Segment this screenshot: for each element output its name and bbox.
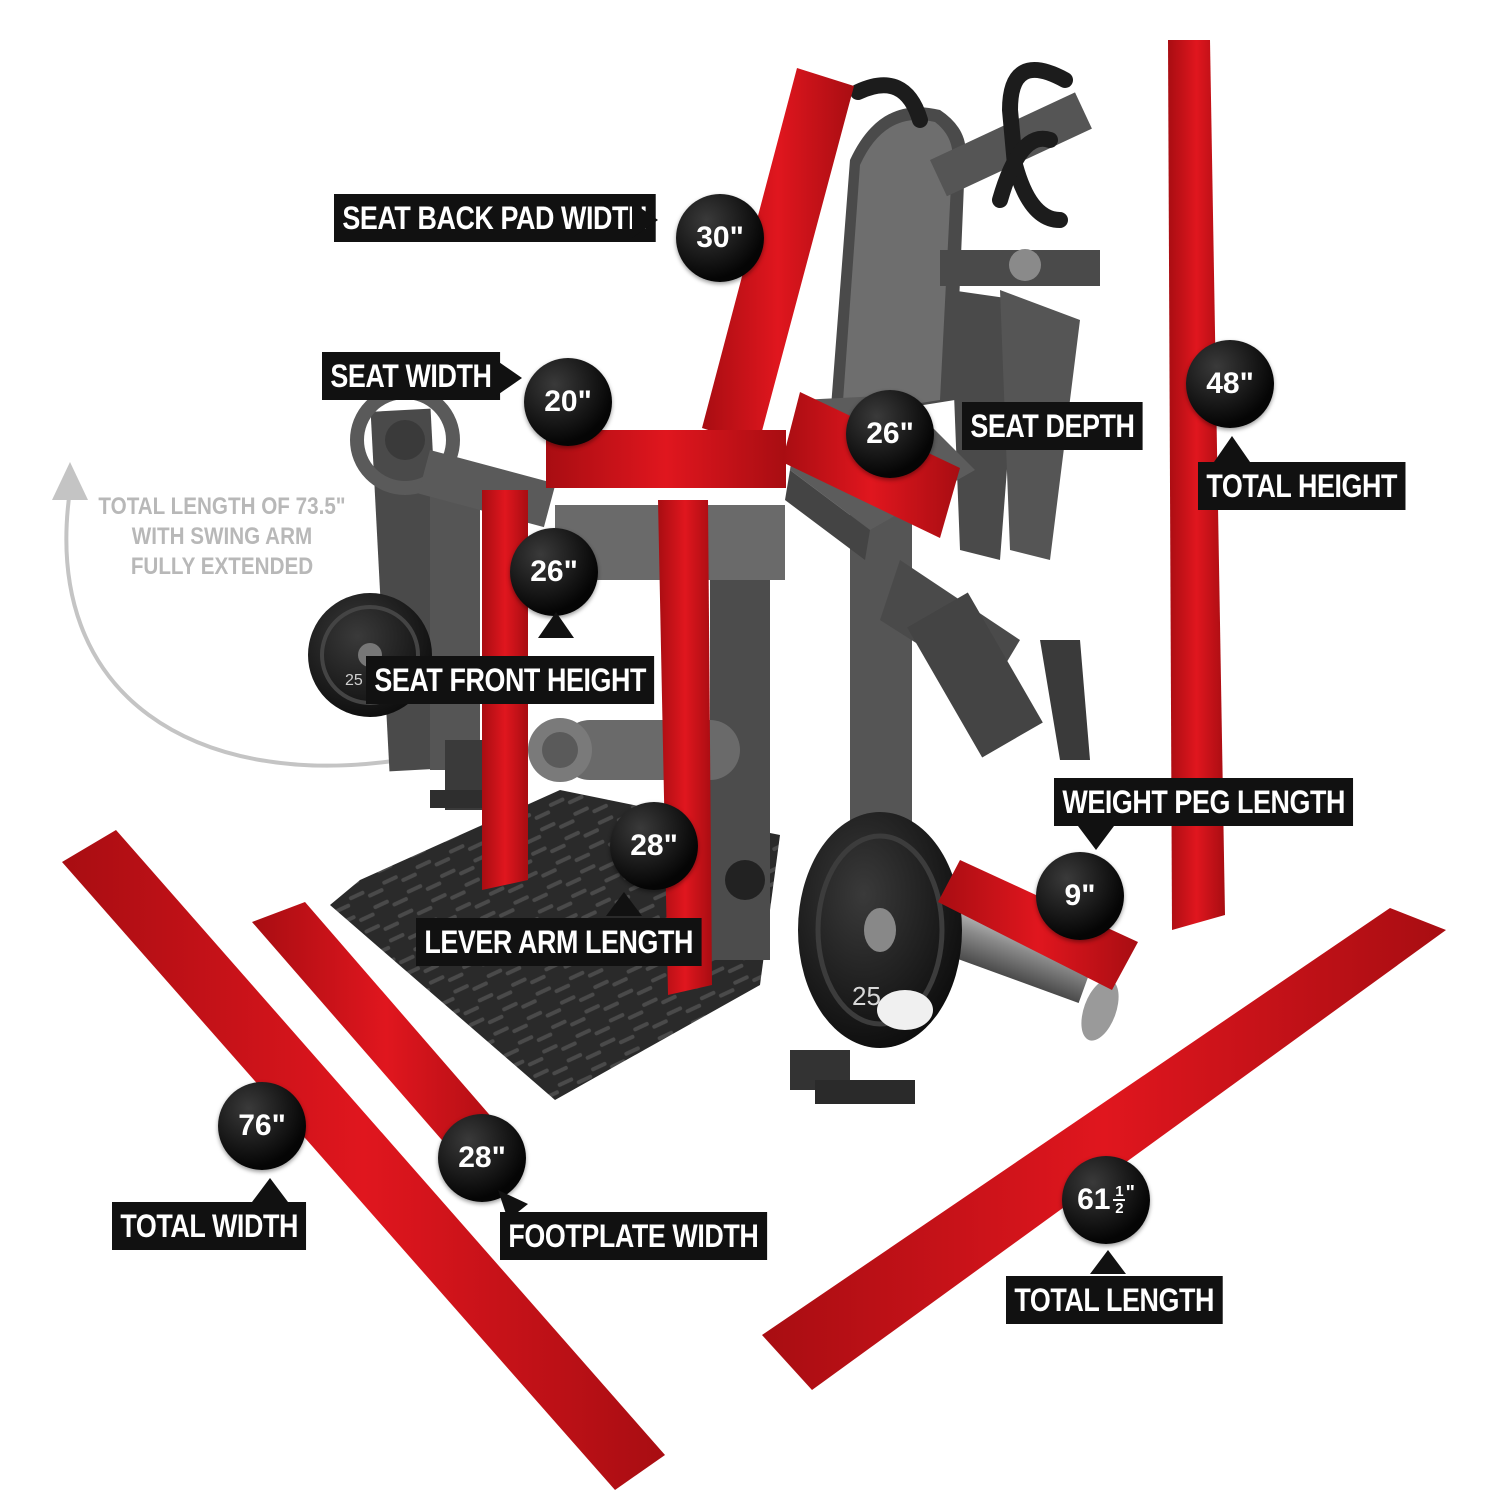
svg-text:25: 25 xyxy=(852,981,881,1011)
svg-text:25: 25 xyxy=(345,672,363,689)
swing-arm-note: TOTAL LENGTH OF 73.5" WITH SWING ARM FUL… xyxy=(93,492,351,582)
note-line-3: FULLY EXTENDED xyxy=(130,553,314,580)
badge-total-width: 76" xyxy=(218,1082,306,1170)
label-weight-peg-length: WEIGHT PEG LENGTH xyxy=(1054,778,1354,826)
badge-seat-width: 20" xyxy=(524,358,612,446)
badge-seat-front-height: 26" xyxy=(510,528,598,616)
dimension-bands xyxy=(62,40,1446,1490)
band-footplate-width xyxy=(252,902,520,1170)
total-length-fraction-num: 1 xyxy=(1115,1183,1124,1200)
badge-seat-back-pad-width: 30" xyxy=(676,194,764,282)
badge-lever-arm-length: 28" xyxy=(610,802,698,890)
pointer-total-length xyxy=(1090,1250,1126,1274)
swing-arrow-head xyxy=(52,462,88,500)
label-footplate-width: FOOTPLATE WIDTH xyxy=(500,1212,767,1260)
label-seat-back-pad-width: SEAT BACK PAD WIDTH xyxy=(334,194,656,242)
pointer-weight-peg-length xyxy=(1078,826,1114,850)
pointer-lever-arm-length xyxy=(606,892,642,916)
badge-total-length: 61 1 2 " xyxy=(1062,1156,1150,1244)
total-length-fraction-den: 2 xyxy=(1115,1200,1124,1217)
label-seat-width: SEAT WIDTH xyxy=(322,352,500,400)
pointer-seat-front-height xyxy=(538,612,574,638)
badge-seat-depth: 26" xyxy=(846,390,934,478)
label-total-height: TOTAL HEIGHT xyxy=(1198,462,1406,510)
pointer-seat-back-pad-width xyxy=(632,202,658,238)
badge-weight-peg-length: 9" xyxy=(1036,852,1124,940)
swing-arc-arrow xyxy=(64,489,401,768)
band-weight-peg-length xyxy=(938,860,1138,990)
label-seat-front-height: SEAT FRONT HEIGHT xyxy=(366,656,655,704)
label-total-length: TOTAL LENGTH xyxy=(1006,1276,1223,1324)
total-length-fraction: 1 2 xyxy=(1113,1183,1126,1217)
note-line-1: TOTAL LENGTH OF 73.5" xyxy=(98,493,346,520)
label-seat-depth: SEAT DEPTH xyxy=(962,402,1143,450)
fraction-bar xyxy=(1113,1199,1126,1201)
total-length-unit: " xyxy=(1125,1181,1135,1204)
band-total-height xyxy=(1168,40,1225,930)
band-seat-width xyxy=(546,430,786,488)
pointer-total-width xyxy=(252,1178,288,1202)
label-total-width: TOTAL WIDTH xyxy=(112,1202,307,1250)
label-lever-arm-length: LEVER ARM LENGTH xyxy=(416,918,702,966)
band-seat-back-pad-width xyxy=(702,68,854,446)
badge-total-height: 48" xyxy=(1186,340,1274,428)
note-line-2: WITH SWING ARM xyxy=(131,523,313,550)
pointer-seat-width xyxy=(496,360,522,396)
pointer-total-height xyxy=(1214,436,1250,462)
band-total-length xyxy=(762,908,1446,1390)
handle-bars xyxy=(850,62,1073,228)
front-weight-plate: 25 xyxy=(798,812,1119,1048)
band-total-width xyxy=(62,830,665,1490)
badge-footplate-width: 28" xyxy=(438,1114,526,1202)
total-length-whole: 61 xyxy=(1077,1183,1111,1216)
